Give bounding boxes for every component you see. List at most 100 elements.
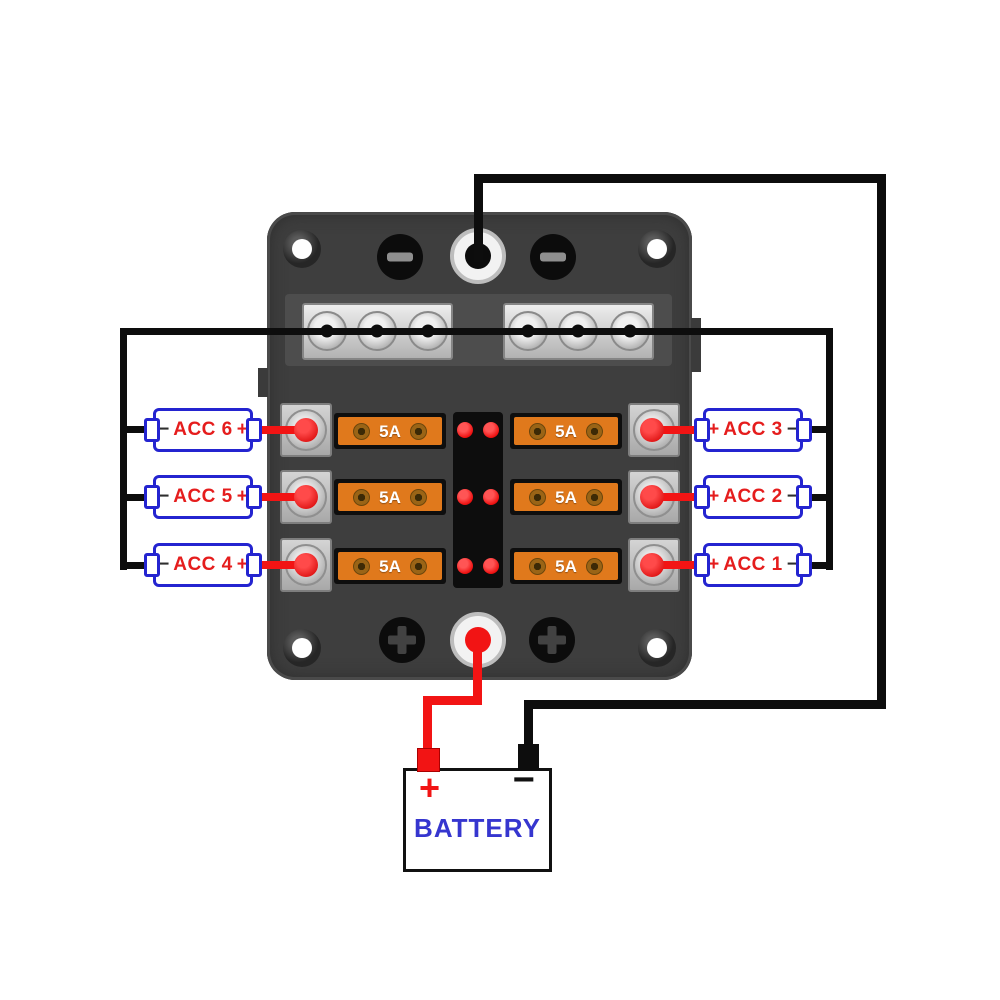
acc-label-acc4: − ACC 4 + [144,543,262,587]
acc-name: ACC 6 [173,419,233,440]
mounting-hole-icon [283,230,321,268]
polarity-sign: + [708,486,720,507]
acc-label-acc2: + ACC 2 − [694,475,812,519]
mounting-hole-icon [638,230,676,268]
fuse-contact-icon [529,422,547,440]
fuse-rating: 5A [379,421,401,441]
led-icon [457,422,473,438]
led-indicator-strip [453,412,503,588]
fuse-contact-icon [353,422,371,440]
fuse-contact-icon [529,557,547,575]
connector-tab-icon [796,553,812,577]
acc-name: ACC 3 [723,419,783,440]
acc-name: ACC 4 [173,554,233,575]
fuse: 5A [510,479,622,515]
led-icon [457,558,473,574]
polarity-sign: + [236,486,248,507]
polarity-sign: + [236,554,248,575]
fuse-contact-icon [409,488,427,506]
fuse-rating: 5A [379,556,401,576]
acc-label-acc6: − ACC 6 + [144,408,262,452]
wire-connection-dot [640,418,664,442]
polarity-sign: − [786,486,798,507]
minus-screw-icon [377,234,423,280]
fuse: 5A [334,548,446,584]
battery-negative-wire-segment [524,700,533,752]
minus-screw-icon [530,234,576,280]
polarity-sign: + [236,419,248,440]
mounting-tab [258,368,268,397]
connector-tab-icon [144,418,160,442]
mounting-hole-icon [283,629,321,667]
acc3-negative-wire [804,426,833,433]
fuse-contact-icon [585,422,603,440]
battery-negative-wire-segment [877,174,886,709]
fuse-contact-icon [353,557,371,575]
fuse-contact-icon [409,557,427,575]
mounting-tab [691,318,701,372]
screw-slot [540,252,566,262]
battery-negative-post [518,744,539,770]
polarity-sign: + [708,419,720,440]
wire-connection-dot [294,418,318,442]
acc1-positive-wire [648,561,705,569]
battery-positive-sign: + [419,767,441,808]
fuse: 5A [510,413,622,449]
fuse-contact-icon [585,557,603,575]
acc-name: ACC 2 [723,486,783,507]
fuse: 5A [510,548,622,584]
acc3-positive-wire [648,426,705,434]
led-icon [457,489,473,505]
negative-bus-wire-segment [120,328,127,570]
connector-tab-icon [694,418,710,442]
polarity-sign: − [158,486,170,507]
led-icon [483,558,499,574]
wire-connection-dot [640,485,664,509]
connector-tab-icon [246,418,262,442]
screw-slot [547,626,557,654]
battery-positive-wire-segment [423,696,482,705]
screw-slot [397,626,407,654]
battery-positive-wire-segment [423,696,432,754]
wire-connection-dot [294,485,318,509]
connector-tab-icon [694,553,710,577]
battery: + − BATTERY [403,759,552,872]
polarity-sign: − [786,419,798,440]
acc2-positive-wire [648,493,705,501]
acc-name: ACC 5 [173,486,233,507]
acc4-positive-wire [252,561,308,569]
fuse-rating: 5A [379,487,401,507]
connector-tab-icon [144,553,160,577]
connector-tab-icon [796,485,812,509]
fuse-contact-icon [409,422,427,440]
battery-negative-wire-segment [474,174,483,262]
mounting-hole-icon [638,629,676,667]
wire-connection-dot [640,553,664,577]
fuse: 5A [334,479,446,515]
screw-slot [387,252,413,262]
wire-connection-dot [294,553,318,577]
fuse-contact-icon [353,488,371,506]
fuse-rating: 5A [555,487,577,507]
polarity-sign: − [158,554,170,575]
acc5-positive-wire [252,493,308,501]
fuse-rating: 5A [555,556,577,576]
polarity-sign: − [786,554,798,575]
acc-label-acc3: + ACC 3 − [694,408,812,452]
polarity-sign: + [708,554,720,575]
fuse-contact-icon [529,488,547,506]
battery-label: BATTERY [414,813,541,843]
acc-label-acc1: + ACC 1 − [694,543,812,587]
connector-tab-icon [246,553,262,577]
fuse-contact-icon [585,488,603,506]
battery-positive-wire-segment [473,648,482,704]
connector-tab-icon [694,485,710,509]
acc6-positive-wire [252,426,308,434]
fuse: 5A [334,413,446,449]
battery-negative-wire-segment [474,174,886,183]
battery-positive-post [417,748,440,772]
plus-screw-icon [529,617,575,663]
acc-name: ACC 1 [723,554,783,575]
acc5-negative-wire [120,494,150,501]
